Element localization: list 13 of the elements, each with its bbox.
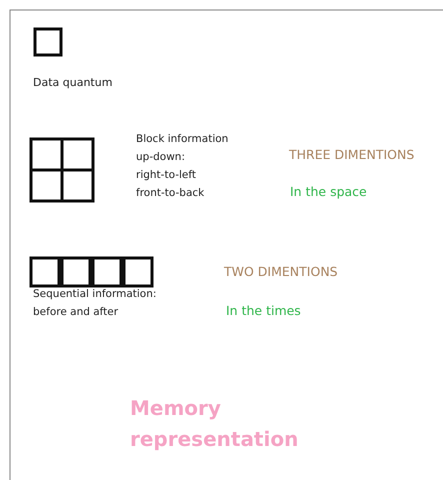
title-text: representation (130, 428, 298, 450)
dimension-subtitle: In the space (290, 185, 367, 199)
title-text: Memory (130, 397, 221, 419)
description-text: up-down: (136, 152, 185, 164)
description-text: Sequential information: (33, 289, 156, 301)
description-text: before and after (33, 307, 118, 319)
dimension-heading: THREE DIMENTIONS (289, 148, 414, 162)
description-text: right-to-left (136, 170, 196, 182)
description-text: Block information (136, 134, 228, 146)
dimension-heading: TWO DIMENTIONS (224, 265, 338, 279)
dimension-subtitle: In the times (226, 304, 301, 318)
description-text: front-to-back (136, 188, 204, 200)
caption: Data quantum (33, 77, 112, 90)
